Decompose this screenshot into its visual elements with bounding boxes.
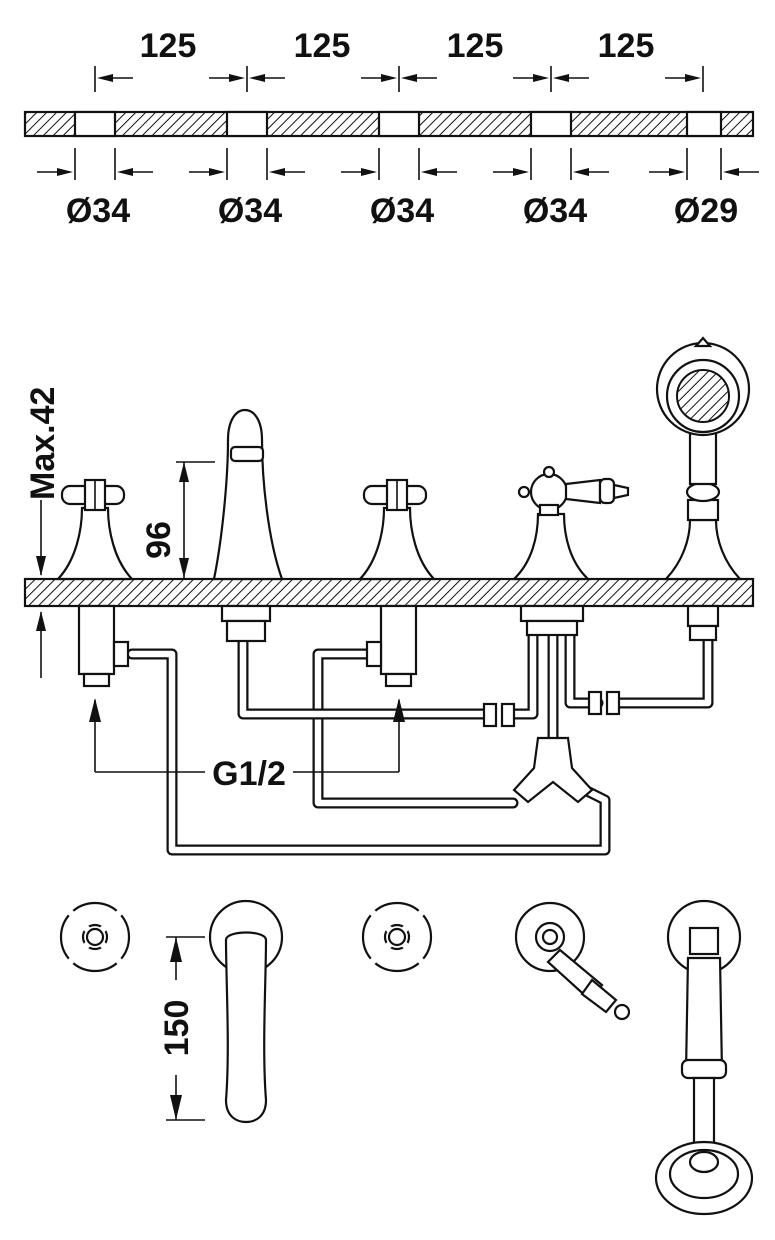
diverter-lever-top xyxy=(514,901,631,1021)
connection-label: G1/2 xyxy=(212,755,286,793)
cross-handle-valve-left xyxy=(55,478,135,581)
spacing-arrows xyxy=(94,66,704,92)
hole-3 xyxy=(377,110,421,138)
deck-section xyxy=(23,577,755,608)
under-deck-bodies xyxy=(77,604,720,688)
hole-label-5: Ø29 xyxy=(674,192,738,230)
spacing-label-2: 125 xyxy=(294,27,351,65)
spacing-label-3: 125 xyxy=(447,27,504,65)
cross-handle-valve-right xyxy=(357,478,437,581)
hole-label-4: Ø34 xyxy=(523,192,587,230)
supply-pipes xyxy=(126,628,714,856)
connection-dimension: G1/2 xyxy=(89,698,405,793)
hole-arrows xyxy=(37,148,759,180)
spacing-dimensions: 125 125 125 125 xyxy=(94,27,704,92)
hand-shower-top xyxy=(654,899,754,1216)
spout-top xyxy=(208,899,284,1124)
diverter-lever xyxy=(511,465,630,581)
hole-label-2: Ø34 xyxy=(218,192,282,230)
cross-handle-top-left xyxy=(59,901,131,973)
hand-shower-standing xyxy=(655,336,751,581)
hole-4 xyxy=(529,110,573,138)
spout-reach-label: 150 xyxy=(158,1000,196,1057)
hole-label-3: Ø34 xyxy=(370,192,434,230)
spout-reach-dimension: 150 xyxy=(158,936,205,1121)
spout-height-dimension: 96 xyxy=(140,461,215,578)
spacing-label-1: 125 xyxy=(140,27,197,65)
deck-strip-top xyxy=(23,110,755,138)
hole-2 xyxy=(225,110,269,138)
spacing-label-4: 125 xyxy=(598,27,655,65)
spout xyxy=(212,408,284,581)
max-thickness-dimension: Max.42 xyxy=(24,387,62,678)
hole-dimensions: Ø34 Ø34 Ø34 Ø34 Ø29 xyxy=(37,148,759,230)
cross-handle-top-right xyxy=(361,901,433,973)
spout-height-label: 96 xyxy=(140,521,178,559)
hole-1 xyxy=(73,110,117,138)
hole-label-1: Ø34 xyxy=(66,192,130,230)
max-thickness-label: Max.42 xyxy=(24,387,62,500)
hole-5 xyxy=(685,110,723,138)
